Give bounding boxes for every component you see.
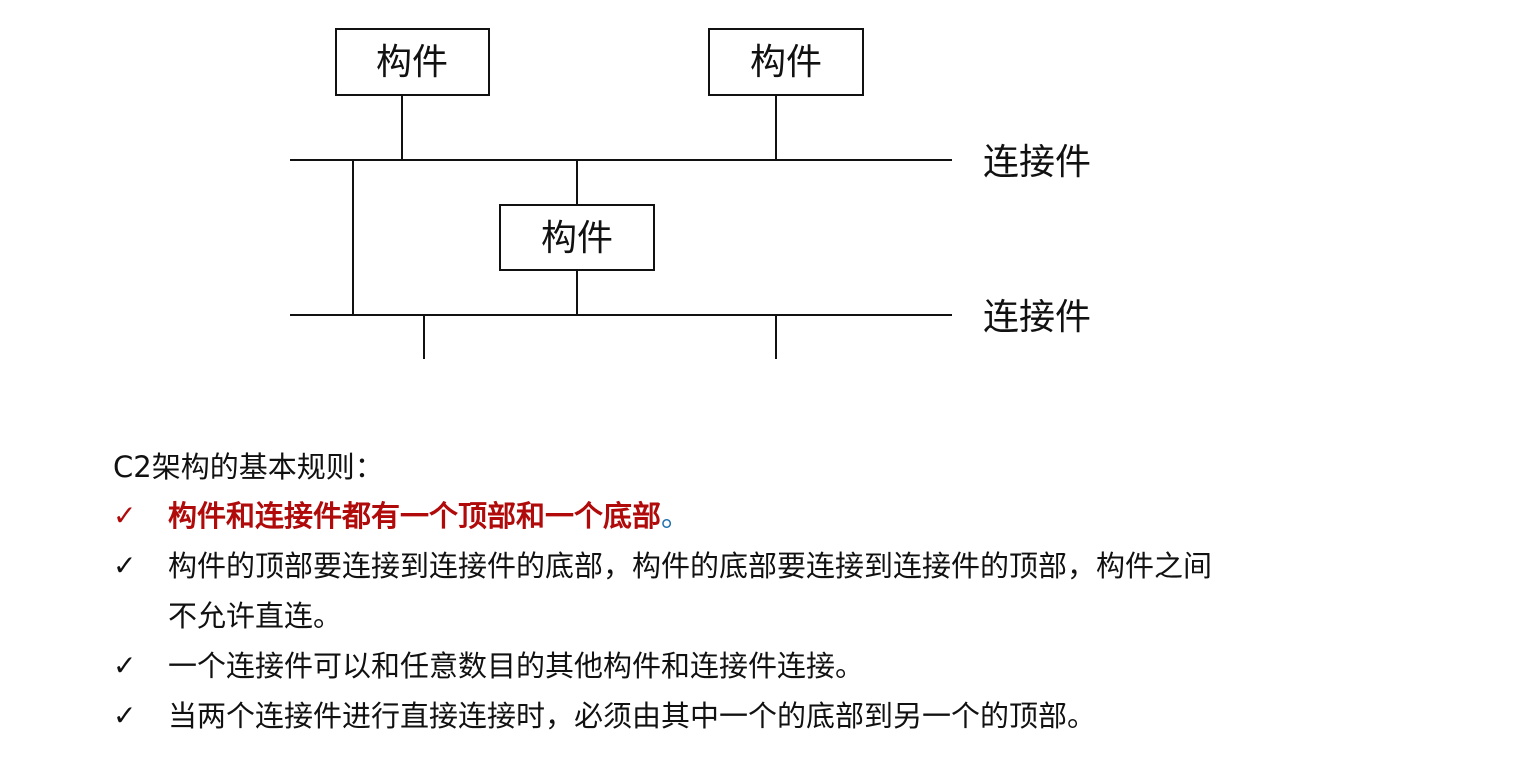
component-box-top-right: 构件 <box>708 28 864 96</box>
rule-period: 。 <box>661 499 691 533</box>
connector-label-upper: 连接件 <box>983 142 1091 183</box>
rule-item: ✓ 一个连接件可以和任意数目的其他构件和连接件连接。 <box>113 641 1293 691</box>
rule-text: 构件和连接件都有一个顶部和一个底部 <box>168 499 662 533</box>
rule-item: ✓ 当两个连接件进行直接连接时，必须由其中一个的底部到另一个的顶部。 <box>113 691 1293 741</box>
check-icon: ✓ <box>113 649 137 682</box>
component-box-middle: 构件 <box>499 204 655 271</box>
rule-item: ✓ 构件的顶部要连接到连接件的底部，构件的底部要连接到连接件的顶部，构件之间不允… <box>113 541 1293 641</box>
component-label: 构件 <box>541 218 613 259</box>
rule-item: ✓ 构件和连接件都有一个顶部和一个底部。 <box>113 491 1293 541</box>
connector-label-lower: 连接件 <box>983 297 1091 338</box>
component-label: 构件 <box>750 42 822 83</box>
component-label: 构件 <box>376 42 448 83</box>
component-box-top-left: 构件 <box>335 28 490 96</box>
c2-rules-section: C2架构的基本规则： ✓ 构件和连接件都有一个顶部和一个底部。 ✓ 构件的顶部要… <box>113 445 1293 741</box>
rule-text: 当两个连接件进行直接连接时，必须由其中一个的底部到另一个的顶部。 <box>168 699 1097 733</box>
rules-title: C2架构的基本规则： <box>113 450 384 484</box>
check-icon: ✓ <box>113 549 137 582</box>
c2-architecture-diagram: 构件 构件 构件 连接件 连接件 <box>290 28 1091 359</box>
rule-text: 一个连接件可以和任意数目的其他构件和连接件连接。 <box>168 649 865 683</box>
check-icon: ✓ <box>113 499 137 532</box>
check-icon: ✓ <box>113 699 137 732</box>
rule-text: 构件的顶部要连接到连接件的底部，构件的底部要连接到连接件的顶部，构件之间不允许直… <box>168 549 1213 633</box>
